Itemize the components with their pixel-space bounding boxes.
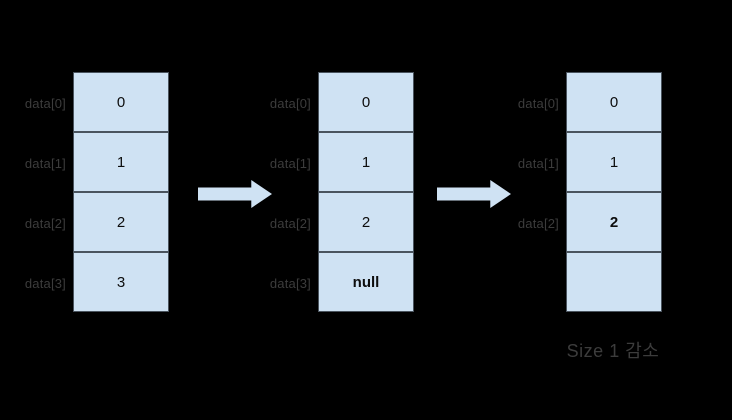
index-label: data[0] [269, 95, 311, 111]
array-cell: 0 [567, 73, 661, 131]
index-label: data[1] [269, 155, 311, 171]
array-cell: 0 [74, 73, 168, 131]
array-cell: 3 [74, 251, 168, 311]
array-cells: 0 1 2 3 [73, 72, 169, 312]
index-label: data[1] [517, 155, 559, 171]
array-cell: 1 [74, 131, 168, 191]
index-label: data[3] [24, 275, 66, 291]
index-label: data[0] [24, 95, 66, 111]
stage-initial-array: data[0] data[1] data[2] data[3] 0 1 2 3 [8, 72, 169, 313]
array-cell: 1 [319, 131, 413, 191]
index-labels: data[0] data[1] data[2] data[3] [8, 73, 66, 313]
index-label: data[2] [24, 215, 66, 231]
array-cell: 2 [74, 191, 168, 251]
arrow-right-icon [437, 180, 511, 208]
array-cells: 0 1 2 [566, 72, 662, 312]
array-cell-null: null [319, 251, 413, 311]
array-cell: 0 [319, 73, 413, 131]
index-label: data[3] [269, 275, 311, 291]
array-cells: 0 1 2 null [318, 72, 414, 312]
array-cell-empty [567, 251, 661, 311]
index-label: data[1] [24, 155, 66, 171]
array-cell: 2 [567, 191, 661, 251]
index-label: data[2] [269, 215, 311, 231]
index-label: data[2] [517, 215, 559, 231]
array-cell: 2 [319, 191, 413, 251]
stage-null-assigned: data[0] data[1] data[2] data[3] 0 1 2 nu… [253, 72, 414, 313]
array-cell: 1 [567, 131, 661, 191]
size-decrease-caption: Size 1 감소 [566, 341, 660, 361]
index-labels: data[0] data[1] data[2] [501, 73, 559, 253]
stage-size-decreased: data[0] data[1] data[2] 0 1 2 [501, 72, 662, 312]
index-labels: data[0] data[1] data[2] data[3] [253, 73, 311, 313]
index-label: data[0] [517, 95, 559, 111]
